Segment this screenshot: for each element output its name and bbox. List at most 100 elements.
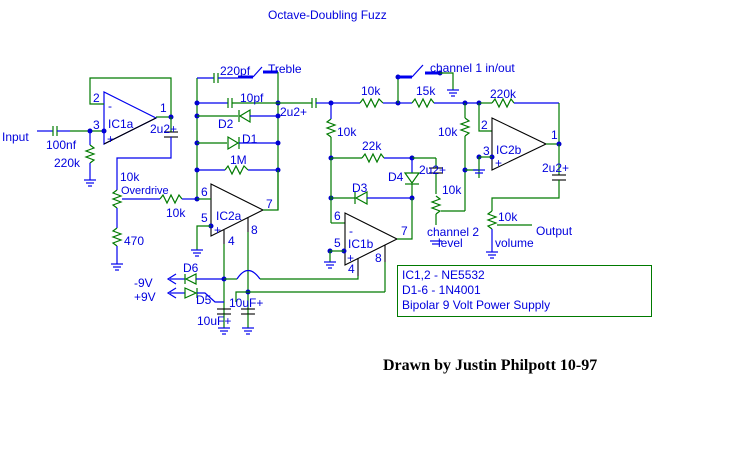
svg-text:-: - xyxy=(349,224,353,238)
resistor-10k-b xyxy=(325,118,337,138)
d3-label: D3 xyxy=(352,181,368,195)
resistor-22k-label: 22k xyxy=(362,139,382,153)
cap-10uf-b-label: 10uF+ xyxy=(229,296,263,310)
d4-label: D4 xyxy=(388,170,404,184)
resistor-10k-overdrive xyxy=(159,193,183,205)
potentiometer-overdrive xyxy=(111,189,123,209)
resistor-22k xyxy=(361,152,385,164)
ic1a-pin3: 3 xyxy=(93,118,100,132)
note-ic: IC1,2 - NE5532 xyxy=(402,268,485,282)
resistor-10k-c xyxy=(459,117,471,137)
ic2a-pin7: 7 xyxy=(266,197,273,211)
treble-label: Treble xyxy=(268,62,302,76)
ic2a-pin4: 4 xyxy=(228,234,235,248)
ground-icon xyxy=(324,261,336,269)
volume-label: volume xyxy=(495,236,534,250)
ic1b-pin6: 6 xyxy=(334,209,341,223)
diode-d2 xyxy=(238,108,251,124)
resistor-220k-fb-label: 220k xyxy=(490,87,517,101)
ic2b-label: IC2b xyxy=(496,143,522,157)
diode-d4 xyxy=(403,172,421,185)
opamp-ic1a: IC1a - + 2 3 1 2u2+ xyxy=(89,77,178,190)
resistor-10k-c-label: 10k xyxy=(438,125,458,139)
diode-d6 xyxy=(184,273,197,285)
pot-ch2-value: 10k xyxy=(442,183,462,197)
resistor-10k-a-label: 10k xyxy=(361,84,381,98)
d1-label: D1 xyxy=(242,132,258,146)
ic2a-label: IC2a xyxy=(216,209,242,223)
ic2a-pin8: 8 xyxy=(251,223,258,237)
overdrive-section: 10k Overdrive 10k 470 xyxy=(111,170,196,271)
cap-10pf-label: 10pf xyxy=(240,91,264,105)
resistor-470 xyxy=(111,227,123,247)
ic1b-stage: 22k D4 D3 IC1b - + 6 5 7 4 8 xyxy=(324,139,479,292)
cap-ic2a-out-label: 2u2+ xyxy=(280,105,307,119)
svg-text:+: + xyxy=(495,156,502,170)
ic1a-label: IC1a xyxy=(108,117,134,131)
power-supply: -9V +9V D6 D5 10uF+ 10uF+ xyxy=(134,261,385,335)
ic1b-pin7: 7 xyxy=(401,224,408,238)
svg-text:+: + xyxy=(347,251,354,265)
level-label: level xyxy=(438,236,463,250)
capacitor-100nf xyxy=(52,126,58,136)
resistor-220k-label: 220k xyxy=(54,156,81,170)
ground-icon xyxy=(447,89,459,97)
potentiometer-channel2-level xyxy=(430,195,442,215)
ic1b-pin5: 5 xyxy=(334,236,341,250)
ground-icon xyxy=(486,251,498,259)
cap-ic2b-out-label: 2u2+ xyxy=(542,161,569,175)
ground-icon xyxy=(242,327,254,335)
ground-icon xyxy=(430,240,442,245)
ic2a-pin6: 6 xyxy=(201,185,208,199)
pos9v-terminal-icon xyxy=(166,287,177,299)
opamp-ic2a: IC2a + 6 5 7 4 8 xyxy=(191,170,279,315)
resistor-220k-fb xyxy=(491,97,515,109)
ic2a-output-coupling: 2u2+ 10k 15k channel 1 in/out 10k xyxy=(278,61,515,158)
pot-overdrive-value: 10k xyxy=(120,170,140,184)
svg-text:+: + xyxy=(214,223,221,237)
pos9v-label: +9V xyxy=(134,290,156,304)
resistor-10k-a xyxy=(359,97,384,109)
ic1b-pin4: 4 xyxy=(348,262,355,276)
ground-icon xyxy=(84,179,96,187)
ic1b-label: IC1b xyxy=(348,237,374,251)
ic2a-pin5: 5 xyxy=(201,211,208,225)
neg9v-terminal-icon xyxy=(166,273,177,285)
ic1a-pin2: 2 xyxy=(93,91,100,105)
resistor-10k-b-label: 10k xyxy=(337,125,357,139)
cap-10uf-a-label: 10uF+ xyxy=(197,314,231,328)
resistor-1m xyxy=(224,164,249,176)
ic2b-pin1: 1 xyxy=(551,128,558,142)
ground-icon xyxy=(218,327,230,335)
cap-100nf-label: 100nf xyxy=(46,138,77,152)
resistor-15k xyxy=(411,97,435,109)
diode-d1 xyxy=(227,135,240,151)
d2-label: D2 xyxy=(218,117,234,131)
output-label: Output xyxy=(536,224,573,238)
treble-switch xyxy=(252,66,263,78)
ic2b-pin3: 3 xyxy=(483,144,490,158)
schematic-title: Octave-Doubling Fuzz xyxy=(268,8,387,22)
channel2-label: channel 2 xyxy=(427,225,479,239)
d5-label: D5 xyxy=(196,293,212,307)
ic2b-stage: 10k 220k IC2b + 2 3 1 2u2+ 10k Output vo… xyxy=(438,87,573,259)
ic1a-pin1: 1 xyxy=(160,101,167,115)
svg-text:-: - xyxy=(108,99,112,113)
credit-text: Drawn by Justin Philpott 10-97 xyxy=(383,357,597,374)
cap-ic1b-label: 2u2+ xyxy=(419,163,446,177)
d6-label: D6 xyxy=(183,261,199,275)
neg9v-label: -9V xyxy=(134,276,153,290)
resistor-15k-label: 15k xyxy=(416,84,436,98)
svg-text:+: + xyxy=(107,132,114,146)
resistor-1m-label: 1M xyxy=(230,153,247,167)
resistor-220k xyxy=(84,144,96,164)
resistor-10k-overdrive-label: 10k xyxy=(166,206,186,220)
input-label: Input xyxy=(2,130,29,144)
notes-box: IC1,2 - NE5532 D1-6 - 1N4001 Bipolar 9 V… xyxy=(397,265,652,317)
overdrive-label: Overdrive xyxy=(121,185,169,197)
potentiometer-volume xyxy=(486,210,498,230)
input-stage: Input 100nf 220k xyxy=(2,126,107,187)
resistor-470-label: 470 xyxy=(124,234,144,248)
note-power: Bipolar 9 Volt Power Supply xyxy=(402,298,551,312)
